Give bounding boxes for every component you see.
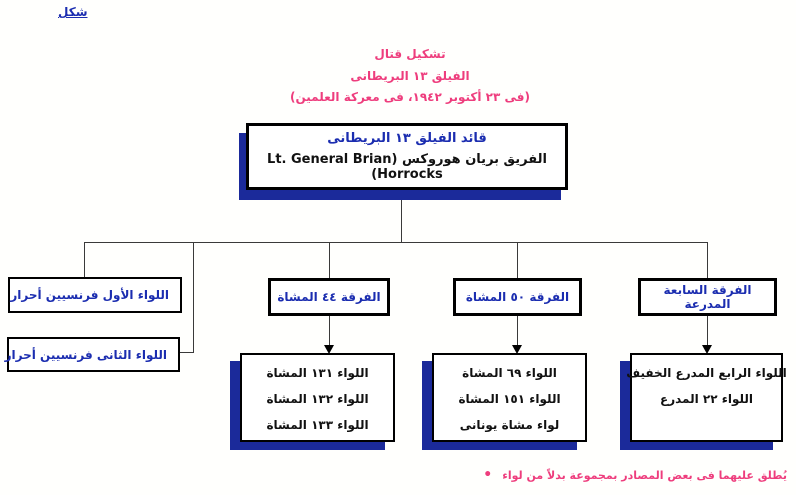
- units-box-div44: اللواء ١٣١ المشاة اللواء ١٣٢ المشاة اللو…: [240, 353, 395, 442]
- units-box-div50: اللواء ٦٩ المشاة اللواء ١٥١ المشاة لواء …: [432, 353, 587, 442]
- connector-stem-units-50: [517, 316, 518, 346]
- chart-title-line2: الفيلق ١٣ البريطانى: [350, 68, 470, 83]
- commander-name: الفريق بريان هوروكس (Lt. General Brian H…: [267, 152, 547, 182]
- division-50-label: الفرقة ٥٠ المشاة: [465, 290, 570, 304]
- unit-item: اللواء ٢٢ المدرع: [660, 392, 754, 406]
- units-box-div7: اللواء الرابع المدرع الخفيف اللواء ٢٢ ال…: [626, 353, 787, 442]
- french-brigade-1-box: • اللواء الأول فرنسيين أحرار: [0, 277, 182, 313]
- unit-item: اللواء ١٣١ المشاة: [266, 366, 369, 380]
- connector-elbow-french2: [180, 352, 194, 353]
- chart-title: تشكيل قتال الفيلق ١٣ البريطانى (فى ٢٣ أك…: [260, 44, 560, 109]
- connector-drop-div7: [707, 242, 708, 278]
- connector-main-stem: [401, 200, 402, 242]
- french-brigade-1-label: اللواء الأول فرنسيين أحرار: [10, 288, 169, 302]
- footnote-marker-dot: •: [0, 288, 1, 302]
- unit-item: اللواء ١٣٢ المشاة: [266, 392, 369, 406]
- arrow-down-icon: [512, 345, 522, 354]
- unit-item: اللواء ١٣٣ المشاة: [266, 418, 369, 432]
- division-44-label: الفرقة ٤٤ المشاة: [277, 290, 381, 304]
- connector-drop-div44: [329, 242, 330, 278]
- connector-stem-units-7: [707, 316, 708, 346]
- arrow-down-icon: [702, 345, 712, 354]
- connector-stem-units-44: [329, 316, 330, 346]
- unit-item: اللواء ٦٩ المشاة: [462, 366, 557, 380]
- french-brigade-2-box: • اللواء الثانى فرنسيين أحرار: [4, 337, 180, 372]
- commander-title: قائد الفيلق ١٣ البريطانى: [327, 131, 487, 146]
- division-7-armoured-box: الفرقة السابعة المدرعة: [638, 278, 777, 316]
- footnote-marker-dot: •: [483, 467, 493, 483]
- connector-horizontal-bus: [84, 242, 708, 243]
- unit-item: اللواء الرابع المدرع الخفيف: [626, 366, 787, 380]
- chart-title-line1: تشكيل قتال: [374, 47, 446, 61]
- footnote-text: يُطلق عليهما فى بعض المصادر بمجموعة بدلا…: [502, 468, 787, 482]
- connector-drop-french1: [84, 242, 85, 277]
- figure-label: شكل: [58, 5, 88, 19]
- footnote: • يُطلق عليهما فى بعض المصادر بمجموعة بد…: [483, 468, 787, 482]
- connector-drop-div50: [517, 242, 518, 278]
- arrow-down-icon: [324, 345, 334, 354]
- commander-box: قائد الفيلق ١٣ البريطانى الفريق بريان هو…: [246, 123, 568, 190]
- unit-item: لواء مشاة يونانى: [459, 418, 560, 432]
- french-brigade-2-label: اللواء الثانى فرنسيين أحرار: [4, 347, 167, 362]
- division-50-box: الفرقة ٥٠ المشاة: [453, 278, 582, 316]
- connector-drop-french2: [193, 242, 194, 353]
- chart-title-line3: (فى ٢٣ أكتوبر ١٩٤٢، فى معركة العلمين): [290, 90, 530, 104]
- division-7-armoured-label: الفرقة السابعة المدرعة: [663, 283, 752, 311]
- division-44-box: الفرقة ٤٤ المشاة: [268, 278, 390, 316]
- unit-item: اللواء ١٥١ المشاة: [458, 392, 561, 406]
